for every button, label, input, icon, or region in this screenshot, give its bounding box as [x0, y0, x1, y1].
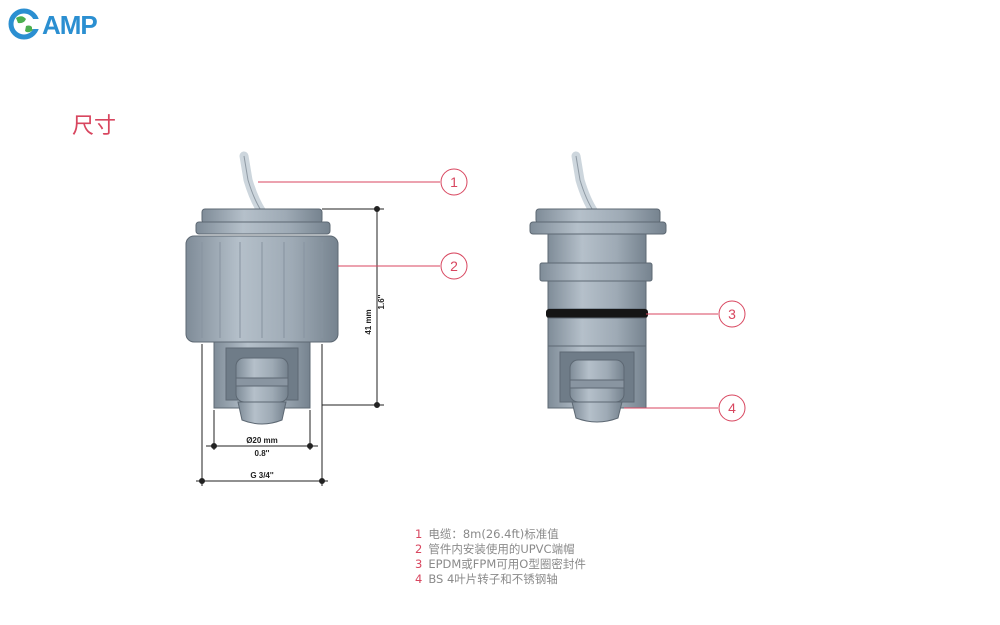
globe-logo-icon	[8, 8, 40, 40]
amp-logo: AMP	[6, 6, 116, 42]
callout-4: 4	[728, 400, 736, 416]
diameter-mm-label: Ø20 mm	[246, 436, 278, 445]
o-ring-seal	[546, 309, 648, 318]
callout-3: 3	[728, 306, 736, 322]
legend-number: 4	[415, 572, 423, 586]
legend-number: 2	[415, 542, 423, 556]
legend-text: BS 4叶片转子和不锈钢轴	[428, 572, 558, 586]
legend-number: 3	[415, 557, 423, 571]
legend-item: 2 管件内安装使用的UPVC端帽	[415, 542, 586, 557]
height-mm-label: 41 mm	[364, 309, 373, 334]
diameter-in-label: 0.8''	[255, 449, 270, 458]
legend-text: 电缆：8m(26.4ft)标准值	[428, 527, 559, 541]
thread-label: G 3/4''	[250, 471, 273, 480]
sensor-left	[185, 151, 339, 425]
legend-text: EPDM或FPM可用O型圈密封件	[428, 557, 586, 571]
logo-text: AMP	[42, 10, 98, 40]
legend-item: 3 EPDM或FPM可用O型圈密封件	[415, 557, 586, 572]
callout-1: 1	[450, 174, 458, 190]
legend-item: 4 BS 4叶片转子和不锈钢轴	[415, 572, 586, 587]
legend: 1 电缆：8m(26.4ft)标准值 2 管件内安装使用的UPVC端帽 3 EPDM或…	[415, 527, 586, 587]
cable-left	[239, 151, 267, 217]
sensor-right	[529, 151, 667, 423]
height-in-label: 1.6''	[377, 294, 386, 309]
legend-item: 1 电缆：8m(26.4ft)标准值	[415, 527, 586, 542]
legend-number: 1	[415, 527, 423, 541]
callout-2: 2	[450, 258, 458, 274]
cable-right	[571, 151, 599, 217]
legend-text: 管件内安装使用的UPVC端帽	[428, 542, 575, 556]
page-title: 尺寸	[72, 114, 117, 139]
